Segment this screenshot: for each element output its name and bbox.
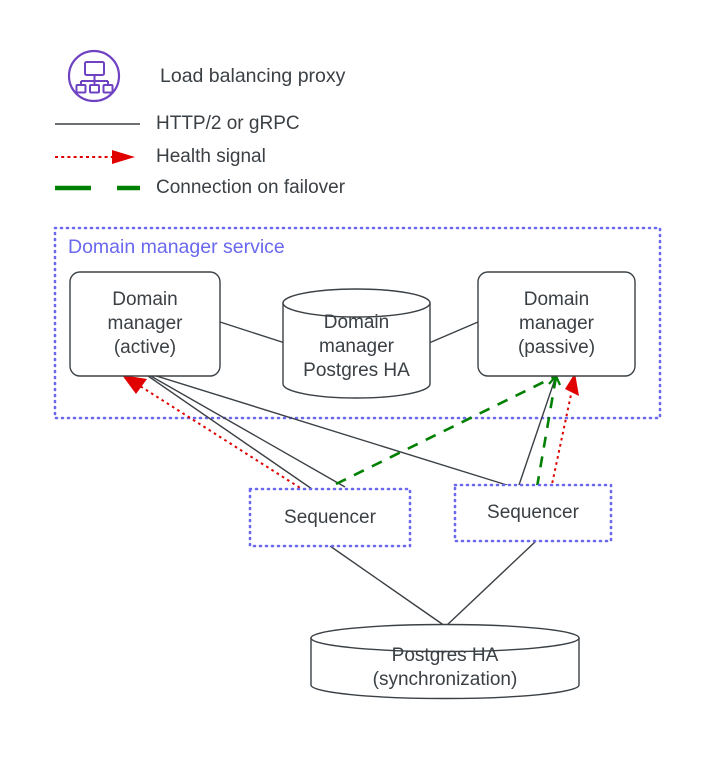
arrowhead-health-active [122,375,147,394]
legend-label-health: Health signal [156,146,266,167]
node-sequencer-left[interactable] [248,487,412,548]
group-domain-manager-service [53,226,662,420]
health-arrowheads [122,373,579,396]
edge-seqleft-to-postgres [329,545,446,627]
edge-failover-seqleft-to-passive [335,375,555,486]
node-domain-manager-passive[interactable] [477,271,636,377]
edge-seqright-to-postgres [445,540,537,627]
node-domain-manager-active[interactable] [69,271,221,377]
edge-health-seqleft-to-active [139,385,306,492]
edge-failover-seqright-to-passive [535,376,558,488]
arrowhead-health-passive [565,373,579,396]
legend-label-http: HTTP/2 or gRPC [156,113,300,134]
edge-seqleft-to-active [147,375,313,490]
legend-label-proxy: Load balancing proxy [160,65,346,87]
edges-failover [335,375,558,488]
dotted-arrow-swatch-icon [55,150,135,164]
legend-label-failover: Connection on failover [156,177,346,198]
edge-health-seqright-to-passive [550,389,573,490]
edges-health-signal [139,385,573,492]
edge-passive-to-seqright [518,375,557,486]
group-title-domain-manager-service: Domain manager service [68,236,285,258]
load-balancer-hierarchy-icon [67,49,121,103]
node-postgres-ha-sync[interactable] [310,623,580,700]
edge-seqleft2-to-active [148,374,346,488]
edge-active-to-dm-postgres [219,321,286,344]
node-domain-manager-postgres-ha[interactable] [282,288,431,399]
edges-solid [147,321,557,627]
edge-dm-postgres-to-passive [428,321,479,344]
edge-seqright-to-active [149,373,511,487]
node-sequencer-right[interactable] [453,483,613,543]
